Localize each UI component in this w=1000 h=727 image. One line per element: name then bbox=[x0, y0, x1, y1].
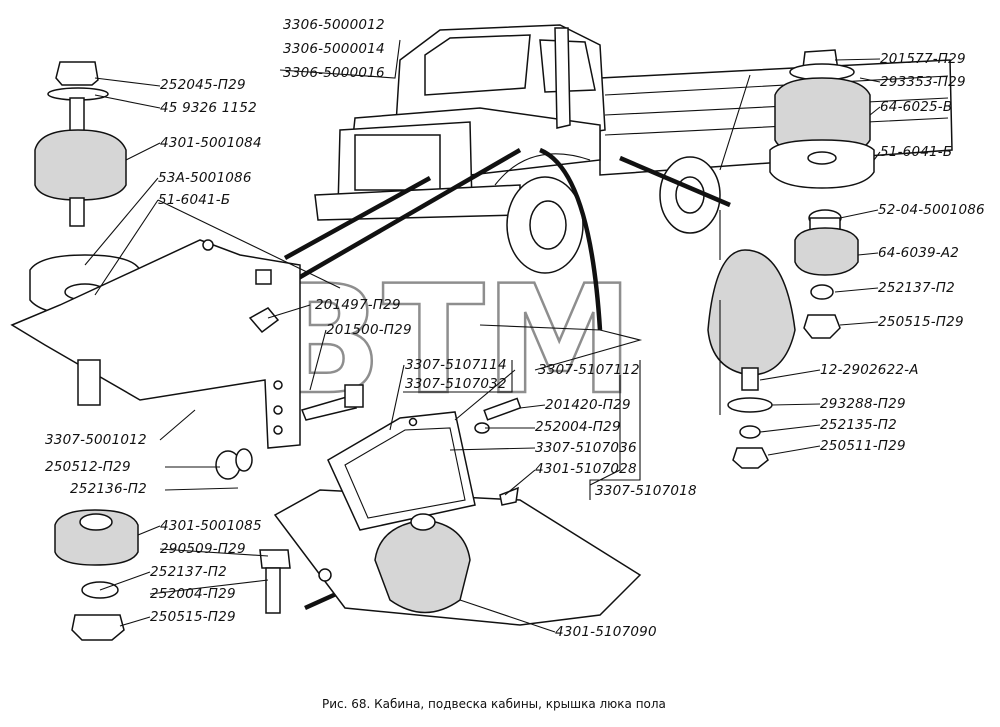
label-51-6041-b-right: 51-6041-Б bbox=[880, 144, 952, 160]
part-number-labels: 3306-5000012 3306-5000014 3306-5000016 2… bbox=[45, 17, 985, 640]
label-3307-5107032: 3307-5107032 bbox=[405, 376, 507, 392]
label-201420-p29: 201420-П29 bbox=[545, 397, 631, 413]
label-53a-5001086: 53А-5001086 bbox=[158, 170, 252, 186]
label-3306-5000014: 3306-5000014 bbox=[283, 41, 385, 57]
label-250515-p29-left: 250515-П29 bbox=[150, 609, 236, 625]
label-12-2902622-a: 12-2902622-А bbox=[820, 362, 919, 378]
label-252004-p29-mid: 252004-П29 bbox=[535, 419, 621, 435]
figure-caption: Рис. 68. Кабина, подвеска кабины, крышка… bbox=[322, 697, 666, 711]
rear-mount-stack bbox=[707, 49, 875, 469]
label-252135-p2: 252135-П2 bbox=[820, 417, 897, 433]
label-201497-p29: 201497-П29 bbox=[315, 297, 401, 313]
label-64-6025-v: 64-6025-В bbox=[880, 99, 952, 115]
label-201500-p29: 201500-П29 bbox=[326, 322, 412, 338]
label-3307-5001012: 3307-5001012 bbox=[45, 432, 147, 448]
label-3307-5107036: 3307-5107036 bbox=[535, 440, 637, 456]
label-252045-p29: 252045-П29 bbox=[160, 77, 246, 93]
label-3306-5000012: 3306-5000012 bbox=[283, 17, 385, 33]
label-4301-5107090: 4301-5107090 bbox=[555, 624, 657, 640]
floor-hatch bbox=[273, 397, 642, 626]
label-52-04-5001086: 52-04-5001086 bbox=[878, 202, 985, 218]
label-252136-p2: 252136-П2 bbox=[70, 481, 147, 497]
label-290509-p29: 290509-П29 bbox=[160, 541, 246, 557]
label-3306-5000016: 3306-5000016 bbox=[283, 65, 385, 81]
label-4301-5001085: 4301-5001085 bbox=[160, 518, 262, 534]
pointer-floor-hatch bbox=[539, 147, 603, 331]
pointer-rear-mount bbox=[619, 155, 731, 208]
label-3307-5107114: 3307-5107114 bbox=[405, 357, 507, 373]
bracket-plate bbox=[10, 239, 301, 449]
label-51-6041-b-left: 51-6041-Б bbox=[158, 192, 230, 208]
label-3307-5107018: 3307-5107018 bbox=[595, 483, 697, 499]
label-252137-p2-right: 252137-П2 bbox=[878, 280, 955, 296]
label-45-9326-1152: 45 9326 1152 bbox=[160, 100, 257, 116]
lower-mount-stack bbox=[54, 509, 291, 641]
label-293353-p29: 293353-П29 bbox=[880, 74, 966, 90]
label-252004-p29-left: 252004-П29 bbox=[150, 586, 236, 602]
label-4301-5001084: 4301-5001084 bbox=[160, 135, 262, 151]
label-201577-p29: 201577-П29 bbox=[880, 51, 966, 67]
label-4301-5107028: 4301-5107028 bbox=[535, 461, 637, 477]
pointer-front-mount-2 bbox=[293, 148, 522, 282]
label-group-bracket-2 bbox=[589, 360, 641, 500]
label-250512-p29: 250512-П29 bbox=[45, 459, 131, 475]
label-250511-p29: 250511-П29 bbox=[820, 438, 906, 454]
leader-lines bbox=[84, 39, 881, 633]
bracket-stud bbox=[77, 359, 101, 406]
label-293288-p29: 293288-П29 bbox=[820, 396, 906, 412]
label-64-6039-a2: 64-6039-А2 bbox=[878, 245, 959, 261]
bracket-nut bbox=[255, 269, 272, 285]
pointer-front-mount bbox=[283, 176, 432, 260]
label-250515-p29-right: 250515-П29 bbox=[878, 314, 964, 330]
label-3307-5107112: 3307-5107112 bbox=[538, 362, 640, 378]
label-252137-p2-left: 252137-П2 bbox=[150, 564, 227, 580]
bolt-201500 bbox=[300, 395, 358, 421]
label-group-bracket-1 bbox=[403, 360, 513, 393]
